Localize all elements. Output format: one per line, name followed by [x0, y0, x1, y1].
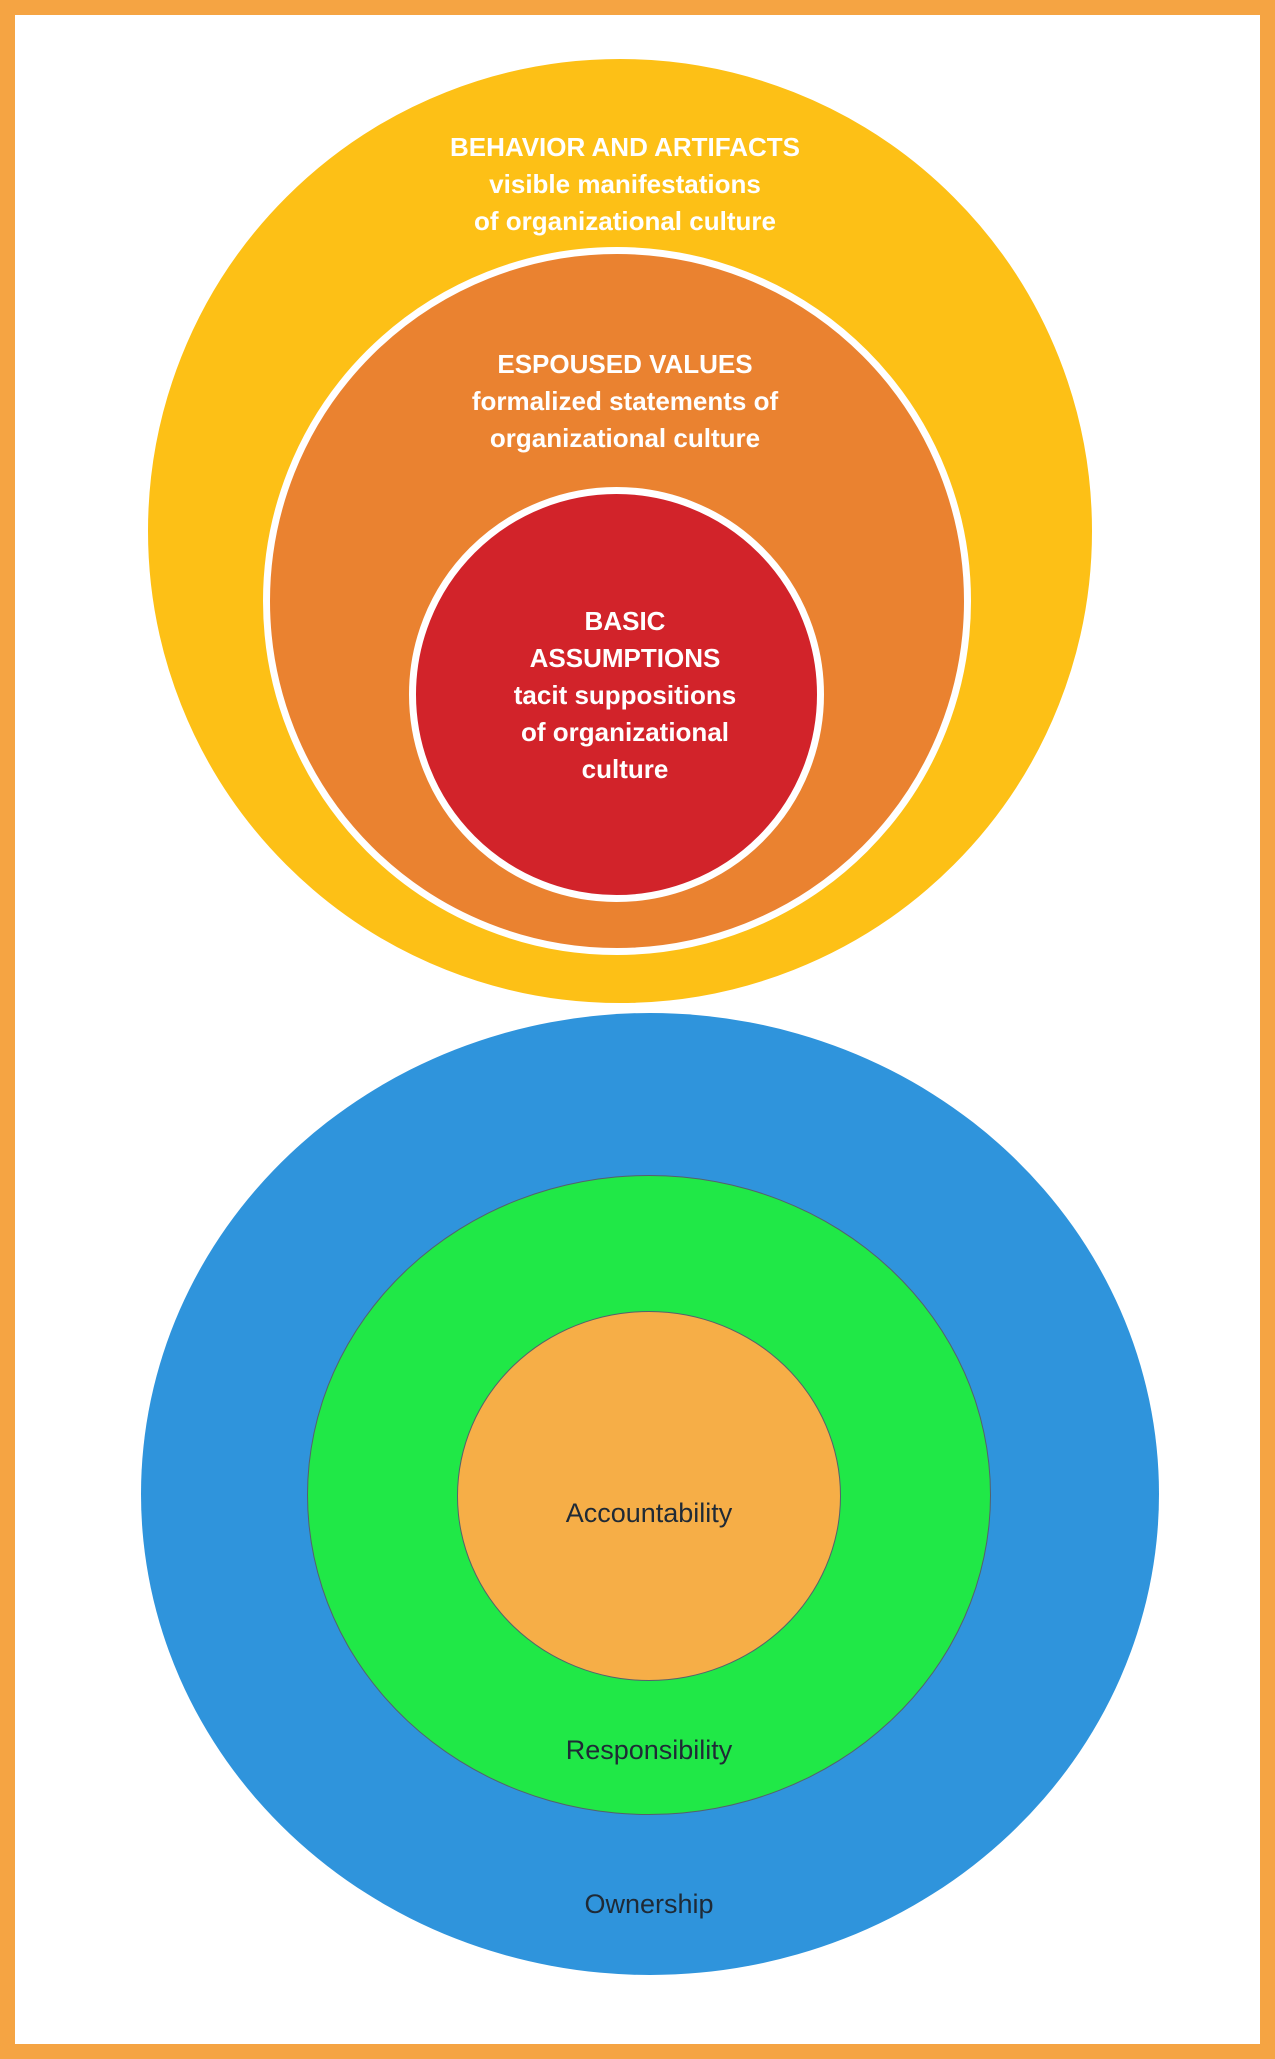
- basic-assumptions-title-1: BASIC: [584, 606, 666, 636]
- behavior-artifacts-label: BEHAVIOR AND ARTIFACTS visible manifesta…: [365, 129, 885, 240]
- behavior-artifacts-line-1: visible manifestations: [489, 169, 761, 199]
- responsibility-label: Responsibility: [565, 1735, 733, 1765]
- espoused-values-title: ESPOUSED VALUES: [497, 349, 753, 379]
- basic-assumptions-label: BASIC ASSUMPTIONS tacit suppositions of …: [445, 603, 805, 788]
- accountability-core: [457, 1311, 841, 1681]
- behavior-artifacts-line-2: of organizational culture: [474, 206, 776, 236]
- espoused-values-label: ESPOUSED VALUES formalized statements of…: [365, 346, 885, 457]
- espoused-values-line-2: organizational culture: [489, 423, 761, 453]
- basic-assumptions-core: [409, 487, 824, 902]
- basic-assumptions-line-2: of organizational: [521, 717, 729, 747]
- ownership-label: Ownership: [584, 1889, 714, 1919]
- basic-assumptions-title-2: ASSUMPTIONS: [529, 643, 721, 673]
- behavior-artifacts-title: BEHAVIOR AND ARTIFACTS: [449, 132, 801, 162]
- basic-assumptions-line-3: culture: [581, 754, 669, 784]
- basic-assumptions-line-1: tacit suppositions: [513, 680, 737, 710]
- espoused-values-line-1: formalized statements of: [471, 386, 779, 416]
- accountability-label: Accountability: [565, 1498, 733, 1528]
